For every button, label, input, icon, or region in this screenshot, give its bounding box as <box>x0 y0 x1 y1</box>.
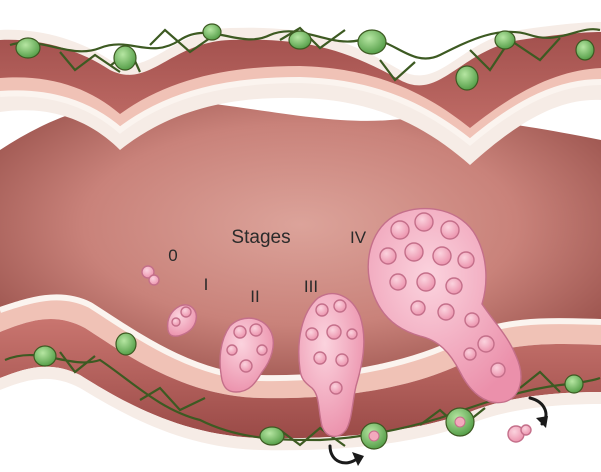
lymph-node <box>358 30 386 54</box>
stage-label-2: II <box>250 287 259 306</box>
stage-label-0: 0 <box>168 246 177 265</box>
curved-arrow-icon <box>352 452 364 466</box>
lymph-node <box>203 24 221 40</box>
lymph-node <box>576 40 594 60</box>
lymph-node <box>34 346 56 366</box>
figure-title: Stages <box>231 227 290 248</box>
lymph-node <box>565 375 583 393</box>
curved-arrow-icon <box>536 416 548 428</box>
lymph-node <box>456 66 478 90</box>
stage-label-1: I <box>204 275 209 294</box>
metastatic-fragment <box>521 425 531 435</box>
stage-label-3: III <box>304 277 318 296</box>
lymph-node <box>495 31 515 49</box>
lymph-node <box>16 38 40 58</box>
lymph-node <box>260 427 284 445</box>
lymph-node <box>116 333 136 355</box>
lymph-node <box>114 46 136 70</box>
lymph-node <box>289 31 311 49</box>
stage-label-4: IV <box>350 228 367 247</box>
